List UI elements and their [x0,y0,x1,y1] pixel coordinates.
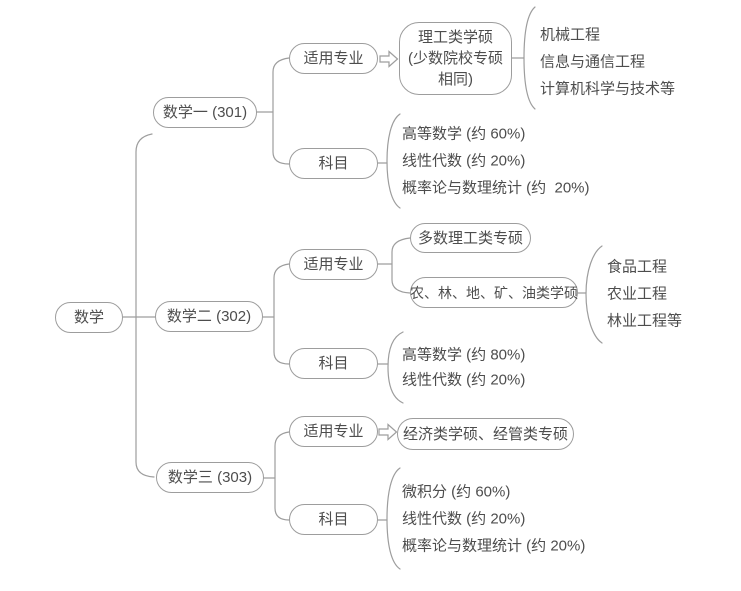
subject-item: 线性代数 (约 20%) [402,510,526,528]
brace-302-subjects [387,331,404,404]
applicable-target-302-b: 农、林、地、矿、油类学硕 [410,277,578,308]
root-node: 数学 [55,302,123,333]
right-arrow-icon [379,50,399,68]
subject-item: 线性代数 (约 20%) [402,152,526,170]
branch-node-302: 数学二 (302) [155,301,263,332]
subject-item: 概率论与数理统计 (约 20%) [402,179,590,197]
applicable-label-301: 适用专业 [289,43,378,74]
subject-item: 概率论与数理统计 (约 20%) [402,537,586,555]
applicable-label-303: 适用专业 [289,416,378,447]
brace-301-subjects [386,113,401,209]
subject-item: 高等数学 (约 60%) [402,125,526,143]
brace-302-examples [585,245,603,344]
subject-item: 高等数学 (约 80%) [402,346,526,364]
root-bracket [135,133,155,478]
example-item: 信息与通信工程 [540,53,646,71]
brace-303-subjects [386,467,401,570]
right-arrow-icon [378,423,398,441]
subject-item: 微积分 (约 60%) [402,483,511,501]
branch-node-303: 数学三 (303) [156,462,264,493]
example-item: 计算机科学与技术等 [540,80,676,98]
target-line: 理工类学硕 [417,29,493,46]
example-item: 农业工程 [607,285,668,303]
applicable-target-303: 经济类学硕、经管类专硕 [397,418,574,450]
branch-301-bracket [272,57,290,165]
applicable-label-302: 适用专业 [289,249,378,280]
subjects-label-301: 科目 [289,148,378,179]
subjects-label-303: 科目 [289,504,378,535]
subject-item: 线性代数 (约 20%) [402,371,526,389]
applicable-target-302-a: 多数理工类专硕 [410,223,531,253]
branch-302-applicable-bracket [391,237,411,294]
branch-node-301: 数学一 (301) [153,97,257,128]
brace-301-examples [523,6,536,110]
applicable-target-301: 理工类学硕 (少数院校专硕 相同) [399,22,512,95]
example-item: 机械工程 [540,26,601,44]
target-line: (少数院校专硕 [408,50,503,67]
example-item: 林业工程等 [607,312,683,330]
subjects-label-302: 科目 [289,348,378,379]
example-item: 食品工程 [607,258,668,276]
branch-303-bracket [274,431,290,521]
branch-302-bracket [273,263,290,365]
target-line: 相同) [438,71,473,88]
